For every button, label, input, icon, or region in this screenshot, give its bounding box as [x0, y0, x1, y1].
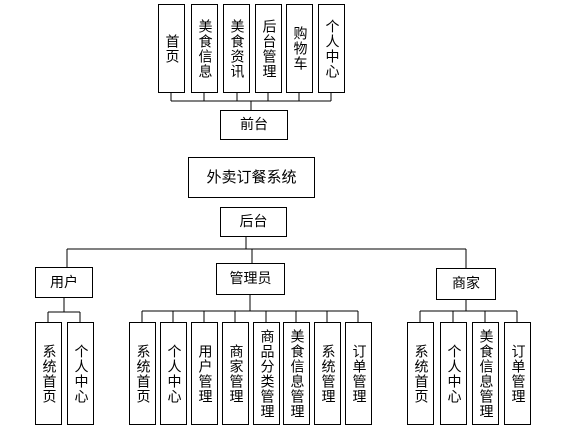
front-node-food-info: 美食信息 — [191, 4, 218, 93]
group-node-admin: 管理员 — [216, 263, 285, 295]
admin-node-user-management: 用户管理 — [191, 322, 218, 425]
group-node-merchant: 商家 — [436, 268, 496, 300]
admin-node-system-management: 系统管理 — [314, 322, 341, 425]
user-node-dashboard: 系统首页 — [35, 322, 62, 425]
merchant-node-dashboard: 系统首页 — [407, 322, 434, 425]
merchant-node-order-management: 订单管理 — [504, 322, 531, 425]
front-node-food-news: 美食资讯 — [223, 4, 250, 93]
front-node-profile: 个人中心 — [318, 4, 345, 93]
admin-node-merchant-management: 商家管理 — [222, 322, 249, 425]
system-title-node: 外卖订餐系统 — [188, 157, 315, 198]
merchant-node-profile: 个人中心 — [440, 322, 467, 425]
admin-node-dashboard: 系统首页 — [129, 322, 156, 425]
front-node-home: 首页 — [158, 4, 185, 93]
back-root-node: 后台 — [220, 207, 287, 237]
admin-node-order-management: 订单管理 — [345, 322, 372, 425]
group-node-user: 用户 — [35, 267, 93, 298]
front-root-node: 前台 — [220, 110, 288, 140]
user-node-profile: 个人中心 — [67, 322, 94, 425]
admin-node-food-info-management: 美食信息管理 — [283, 322, 310, 425]
front-node-cart: 购物车 — [286, 4, 313, 93]
merchant-node-food-info-management: 美食信息管理 — [472, 322, 499, 425]
admin-node-profile: 个人中心 — [160, 322, 187, 425]
front-node-admin-entry: 后台管理 — [255, 4, 282, 93]
admin-node-category-management: 商品分类管理 — [253, 322, 280, 425]
